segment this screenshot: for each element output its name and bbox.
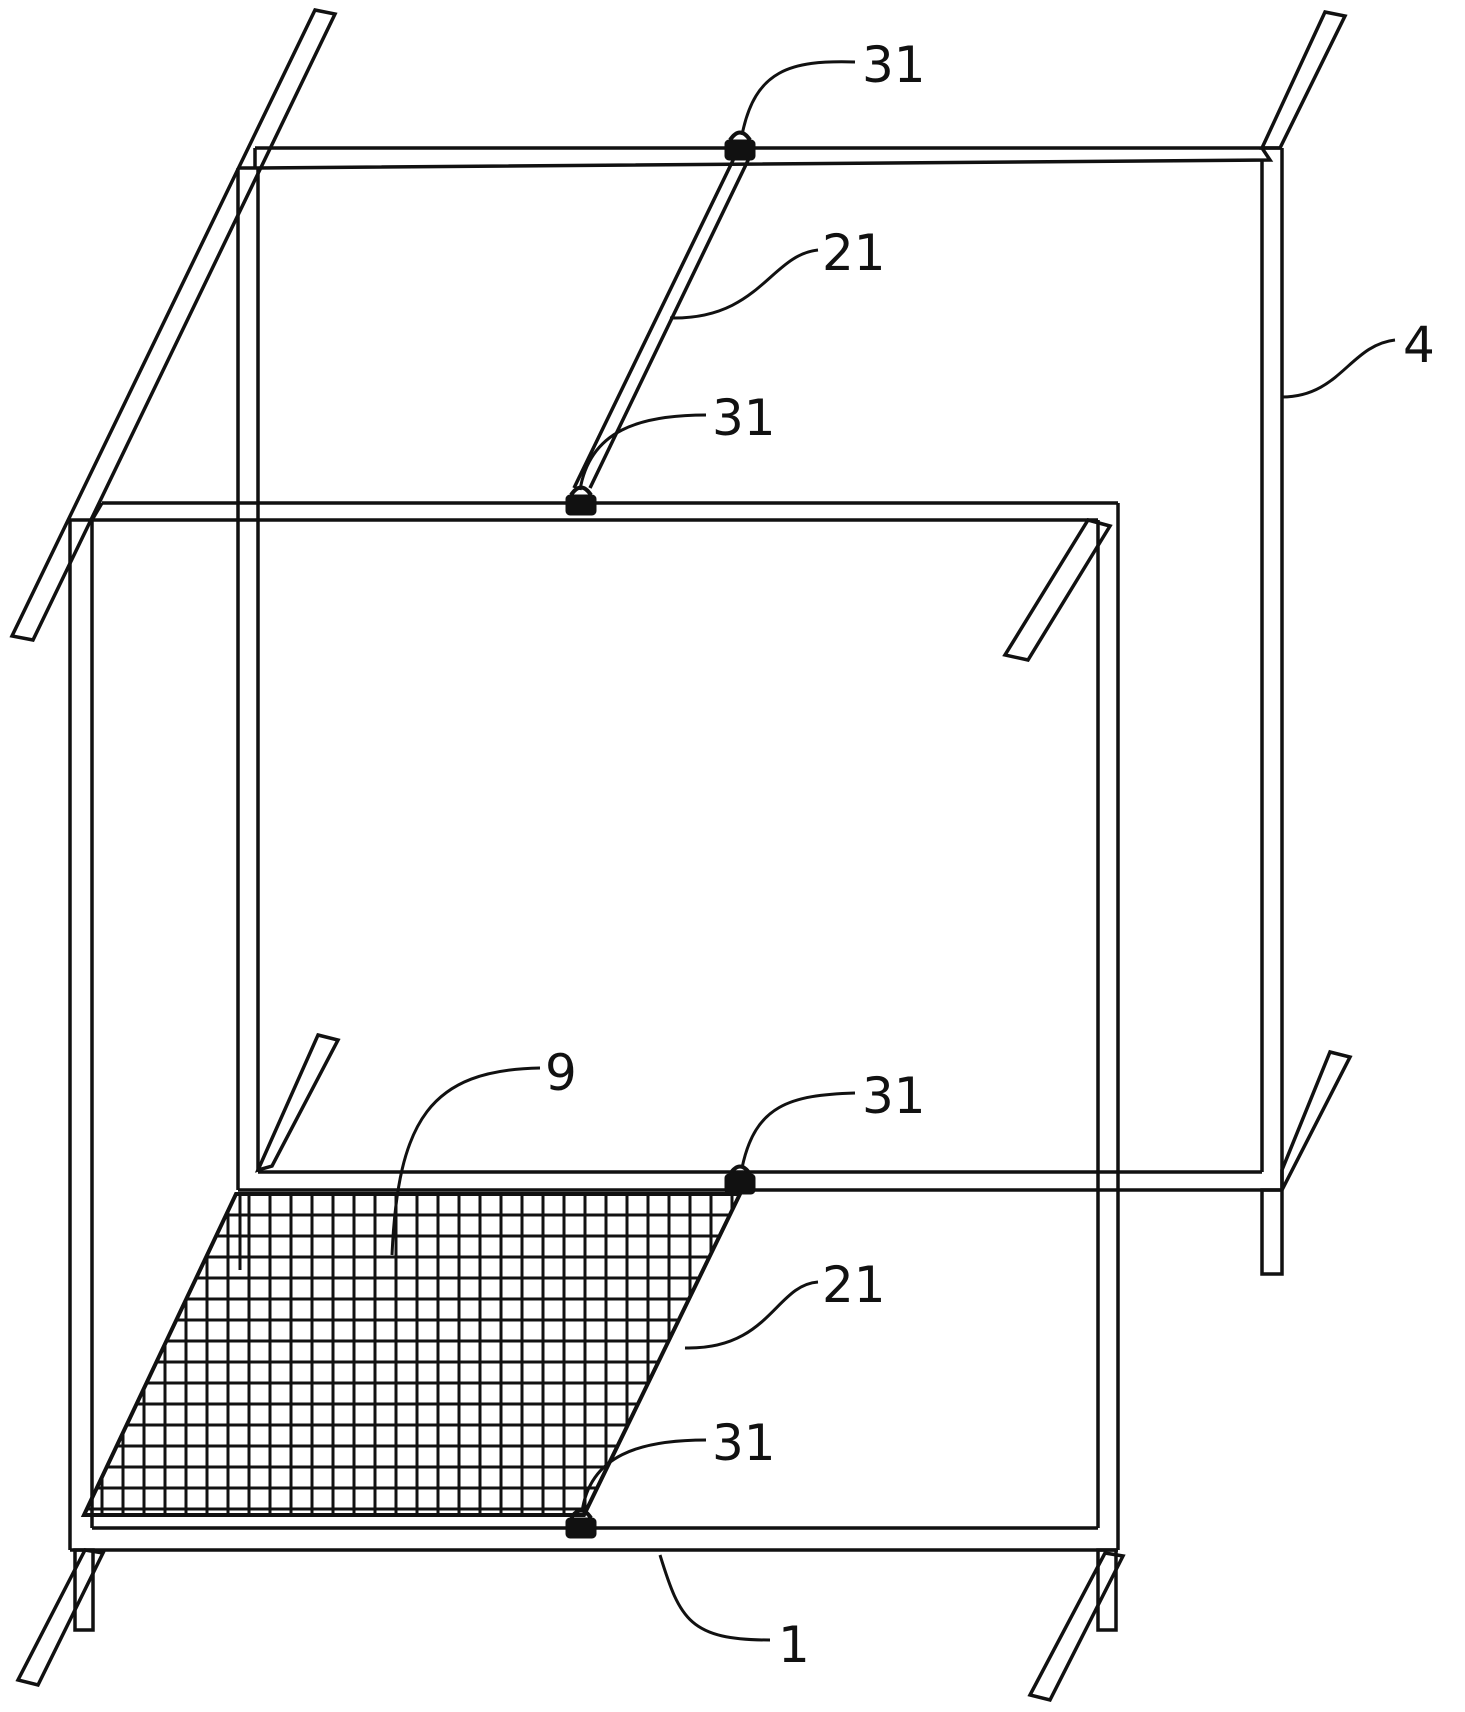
front-right-lower-rail xyxy=(1027,1551,1126,1703)
leader-base-frame xyxy=(658,1554,771,1642)
leader-right-frame xyxy=(1281,338,1396,399)
reference-labels: 31 21 4 31 9 31 21 31 1 xyxy=(545,36,1435,1674)
rear-frame xyxy=(236,146,1284,1276)
label-bottom-clip: 31 xyxy=(712,1414,776,1472)
label-lower-clip: 31 xyxy=(862,1067,926,1125)
front-left-lower-rail xyxy=(15,1548,106,1688)
label-mesh: 9 xyxy=(545,1044,577,1102)
inner-right-rail xyxy=(1002,517,1113,662)
right-lower-rail xyxy=(1280,1049,1353,1191)
leader-bottom-clip xyxy=(580,1438,707,1513)
label-upper-rod: 21 xyxy=(822,224,886,282)
label-right-frame: 4 xyxy=(1403,316,1435,374)
leader-top-clip xyxy=(740,60,856,136)
label-lower-rod: 21 xyxy=(822,1256,886,1314)
side-rails xyxy=(9,8,1353,1703)
leader-lower-clip xyxy=(740,1091,856,1169)
leader-middle-clip xyxy=(578,413,707,491)
left-long-rail xyxy=(9,8,338,642)
leader-lower-rod xyxy=(684,1280,819,1350)
mesh-panel xyxy=(80,1192,744,1517)
right-top-rail xyxy=(1259,10,1348,150)
label-top-clip: 31 xyxy=(862,36,926,94)
rear-frame-right-leg xyxy=(1260,1188,1284,1276)
front-right-leg xyxy=(1096,1548,1118,1632)
label-middle-clip: 31 xyxy=(712,389,776,447)
leader-lines xyxy=(390,60,1396,1642)
leader-mesh xyxy=(390,1066,541,1256)
label-base-frame: 1 xyxy=(778,1616,810,1674)
rear-frame-top-bar xyxy=(255,146,1274,170)
clip-middle xyxy=(565,485,597,516)
clip-top xyxy=(724,130,756,161)
inner-left-rail xyxy=(254,1032,341,1173)
leader-upper-rod xyxy=(669,248,819,320)
clips xyxy=(565,130,756,1539)
clip-lower xyxy=(724,1164,756,1195)
